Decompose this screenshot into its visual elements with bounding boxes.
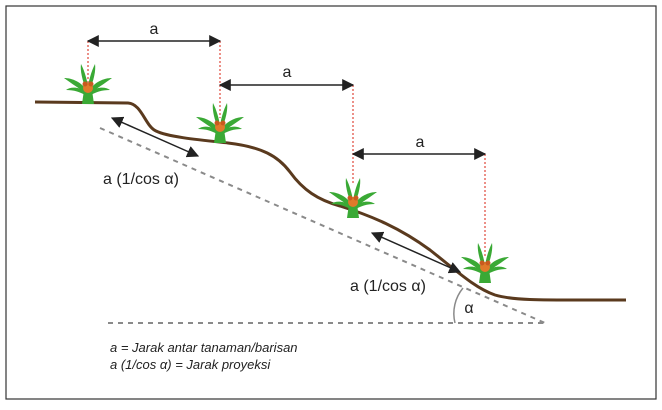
oil-palm-seedling-icon: [329, 178, 377, 218]
legend-line-1: a = Jarak antar tanaman/barisan: [110, 340, 298, 355]
angle-label: α: [464, 300, 473, 317]
ground-profile: [34, 100, 627, 302]
frame-border: [5, 5, 657, 400]
legend-line-2: a (1/cos α) = Jarak proyeksi: [110, 357, 271, 372]
slope-distance-arrow-1: [110, 116, 200, 158]
slope-line: [99, 127, 546, 324]
spacing-label-3: a: [416, 134, 425, 151]
slope-distance-label-2: a (1/cos α): [350, 278, 426, 295]
slope-distance-arrow-2: [370, 231, 462, 274]
spacing-label-2: a: [283, 64, 292, 81]
slope-distance-label-1: a (1/cos α): [103, 171, 179, 188]
oil-palm-seedling-icon: [461, 243, 509, 283]
angle-arc: [453, 287, 464, 324]
spacing-label-1: a: [150, 21, 159, 38]
